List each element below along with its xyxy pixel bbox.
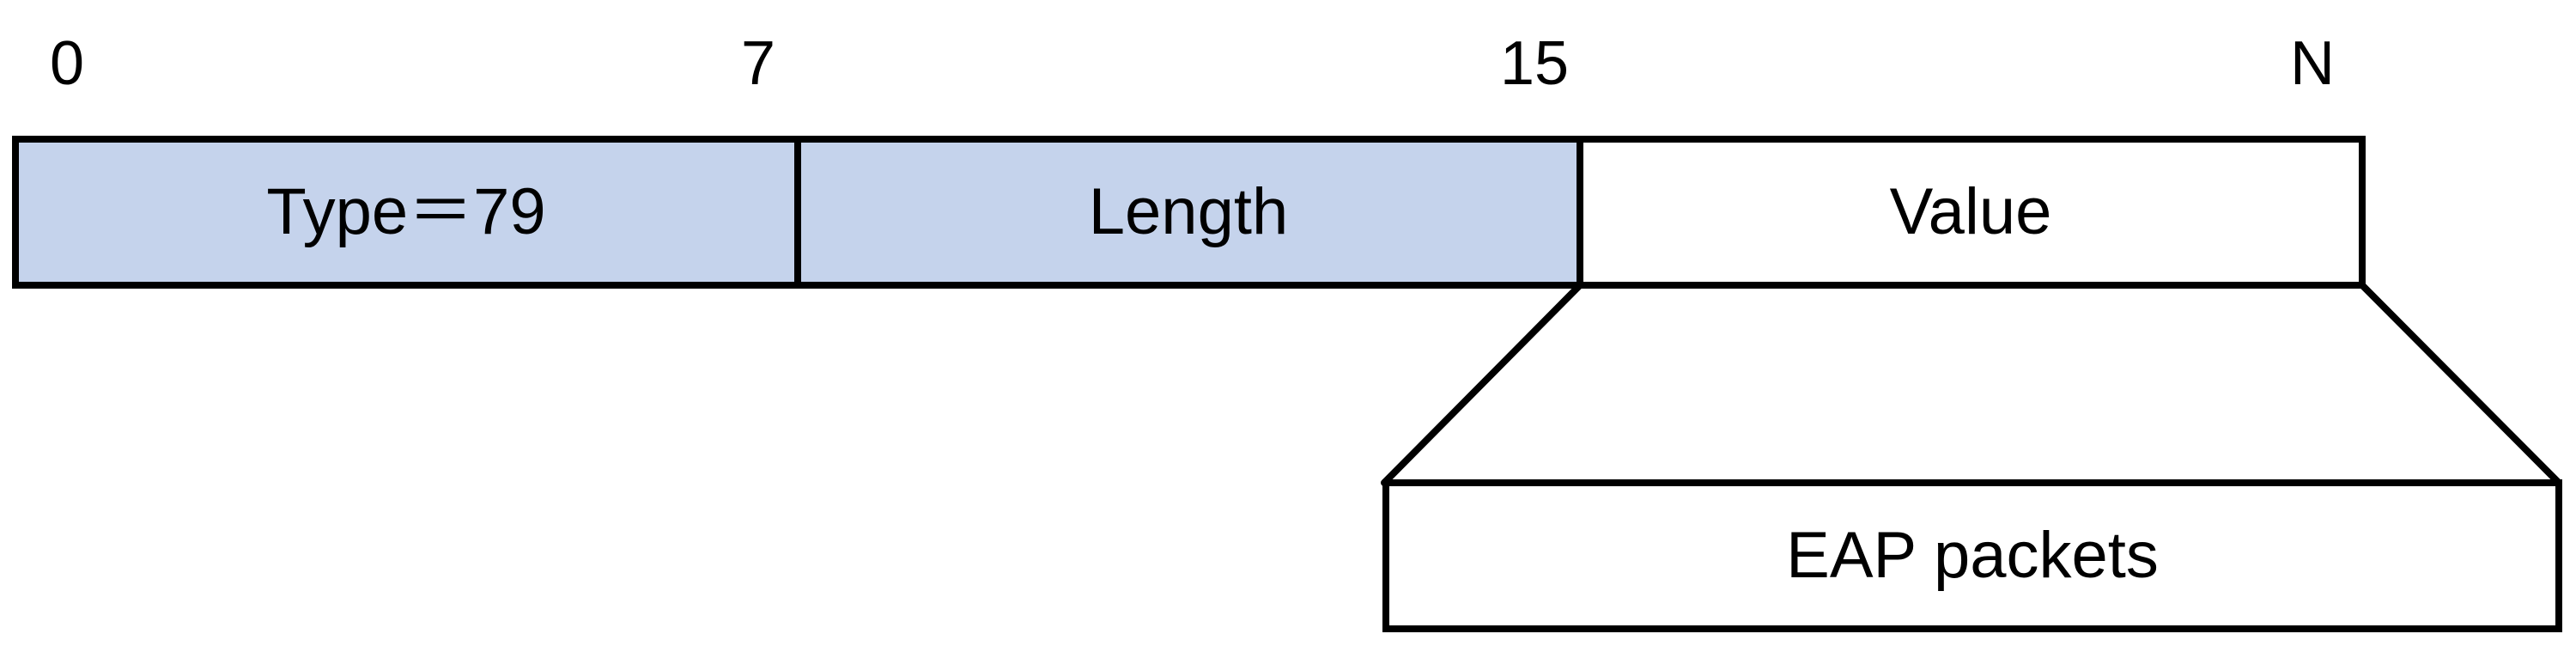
bit-label-15: 15	[1500, 29, 1569, 98]
bit-label-n: N	[2290, 29, 2335, 98]
eap-packets-box	[1382, 479, 2562, 632]
bit-label-7: 7	[741, 29, 775, 98]
bit-label-0: 0	[50, 29, 84, 98]
value-field-box	[1577, 136, 2366, 289]
length-field-label: Length	[1089, 175, 1288, 248]
type-field-box	[12, 136, 801, 289]
expansion-line-right	[2359, 282, 2562, 486]
expansion-line-left	[1381, 282, 1583, 486]
length-field-box	[794, 136, 1583, 289]
value-field-label: Value	[1890, 175, 2052, 248]
type-field-label: Type＝79	[266, 175, 545, 248]
eap-packets-label: EAP packets	[1786, 519, 2159, 592]
